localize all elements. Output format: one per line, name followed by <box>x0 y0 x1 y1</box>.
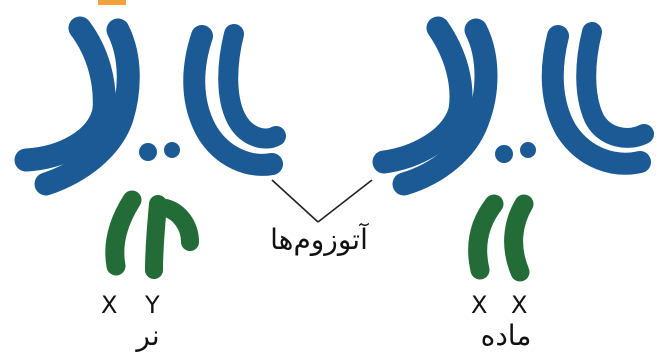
male-autosome-right <box>183 24 286 176</box>
male-sex-chromosomes <box>105 190 199 279</box>
corner-tab <box>98 0 126 5</box>
female-autosome-set <box>372 16 654 196</box>
female-sex-chromosomes <box>468 194 534 282</box>
female-centromere-dot-1 <box>495 145 513 163</box>
female-centromere-dot-2 <box>520 142 536 158</box>
female-autosome-left <box>372 16 498 196</box>
pointer-line-right <box>317 179 373 223</box>
male-x-label: X <box>101 291 118 319</box>
male-y-chromosome <box>145 195 199 279</box>
male-y-label: Y <box>145 291 160 319</box>
pointer-line-left <box>271 179 319 223</box>
female-autosome-right <box>541 22 654 175</box>
autosome-pointer <box>271 179 373 223</box>
male-autosome-set <box>14 16 286 196</box>
male-autosome-left <box>14 16 140 196</box>
male-label: نر <box>136 319 160 352</box>
female-x-chromosome-2 <box>504 194 534 282</box>
female-x-chromosome-1 <box>468 194 504 280</box>
autosomes-label: آتوزوم‌ها <box>270 223 368 256</box>
male-centromere-dot-1 <box>139 143 157 161</box>
female-label: ماده <box>480 319 532 352</box>
male-x-chromosome <box>105 190 142 276</box>
male-centromere-dot-2 <box>164 142 180 158</box>
female-x2-label: X <box>511 291 528 319</box>
female-x1-label: X <box>471 291 488 319</box>
